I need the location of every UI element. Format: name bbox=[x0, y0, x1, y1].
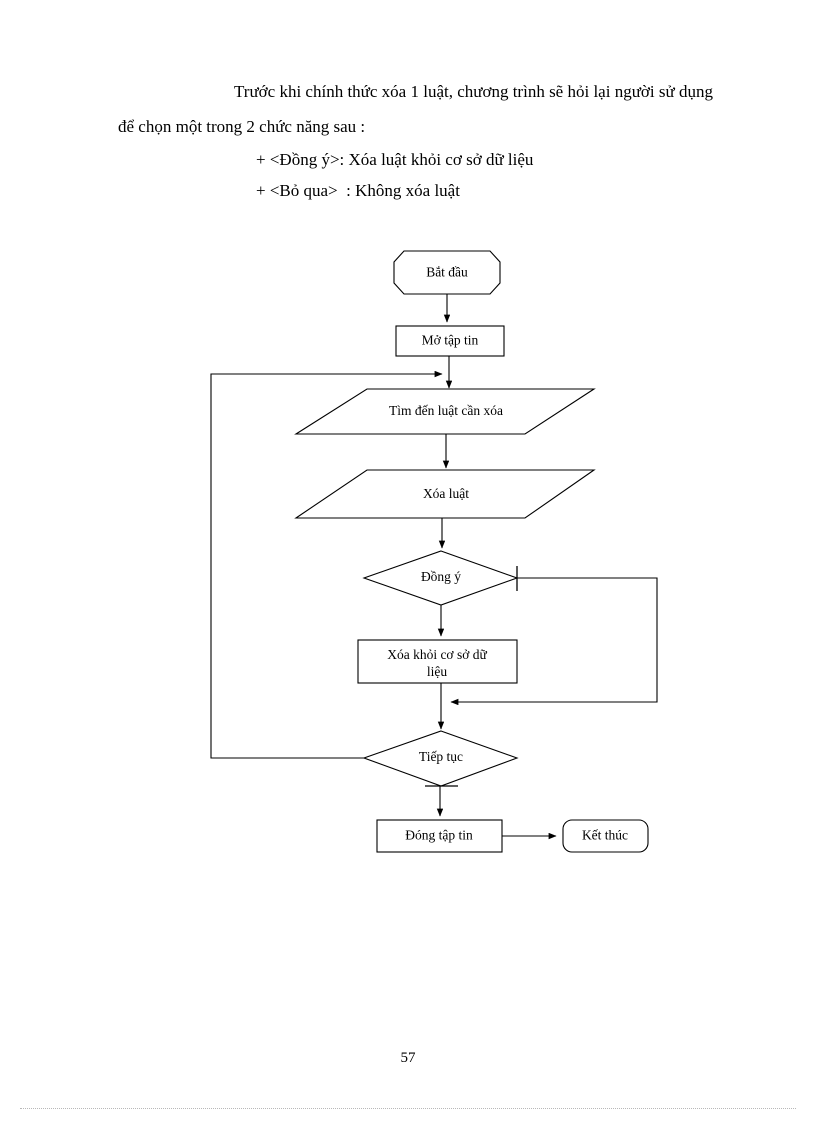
node-delete-from-db: Xóa khỏi cơ sở dữ liệu bbox=[357, 639, 518, 684]
node-delete-from-db-label-line1: Xóa khỏi cơ sở dữ bbox=[387, 647, 487, 662]
page-number: 57 bbox=[400, 1050, 416, 1066]
paragraph-text: Trước khi chính thức xóa 1 luật, chương … bbox=[118, 82, 718, 136]
node-find-rule-label: Tìm đến luật cần xóa bbox=[389, 403, 503, 418]
paragraph-intro: Trước khi chính thức xóa 1 luật, chương … bbox=[118, 74, 718, 144]
node-agree-decision-label: Đồng ý bbox=[421, 569, 461, 584]
footer-divider bbox=[20, 1108, 796, 1109]
node-delete-rule-outline bbox=[294, 469, 596, 519]
node-start: Bắt đầu bbox=[393, 250, 501, 295]
node-end-outline bbox=[562, 819, 649, 853]
node-start-label: Bắt đầu bbox=[426, 265, 468, 280]
node-open-file: Mở tập tin bbox=[395, 325, 505, 357]
bullet-item-bo-qua: + <Bỏ qua> : Không xóa luật bbox=[256, 181, 460, 200]
body-text-block: Trước khi chính thức xóa 1 luật, chương … bbox=[118, 74, 718, 206]
node-close-file-outline bbox=[376, 819, 503, 853]
node-delete-rule: Xóa luật bbox=[294, 469, 596, 519]
edge-agree-no-bypass bbox=[450, 577, 658, 706]
node-continue-decision-label: Tiếp tục bbox=[419, 749, 463, 764]
node-close-file: Đóng tập tin bbox=[376, 819, 503, 853]
edge-continue-to-find-loopback bbox=[210, 370, 443, 759]
node-end-label: Kết thúc bbox=[582, 828, 628, 843]
node-close-file-label: Đóng tập tin bbox=[405, 828, 473, 843]
node-continue-decision: Tiếp tục bbox=[362, 730, 519, 787]
node-delete-from-db-label-line2: liệu bbox=[427, 664, 447, 679]
node-find-rule-outline bbox=[294, 388, 596, 435]
bullet-item-dong-y: + <Đồng ý>: Xóa luật khỏi cơ sở dữ liệu bbox=[256, 150, 534, 169]
node-delete-rule-label: Xóa luật bbox=[423, 486, 469, 501]
node-open-file-label: Mở tập tin bbox=[422, 333, 479, 348]
node-continue-decision-outline bbox=[362, 730, 519, 787]
node-end: Kết thúc bbox=[562, 819, 649, 853]
edge-continue-to-find-path bbox=[210, 370, 443, 759]
node-agree-decision: Đồng ý bbox=[362, 550, 519, 606]
node-open-file-outline bbox=[395, 325, 505, 357]
node-agree-decision-outline bbox=[362, 550, 519, 606]
node-start-outline bbox=[393, 250, 501, 295]
node-find-rule: Tìm đến luật cần xóa bbox=[294, 388, 596, 435]
node-delete-from-db-outline bbox=[357, 639, 518, 684]
